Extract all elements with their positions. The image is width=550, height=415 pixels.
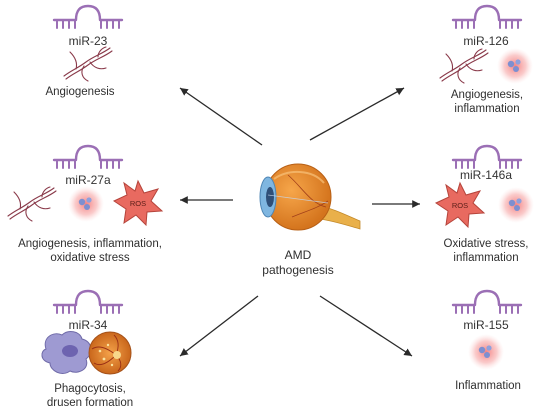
mirna-hairpin-icon (451, 144, 523, 170)
panel-bottom-left: miR-34 Phagocytosis, drusen formation (41, 289, 133, 409)
inflammation-cell-icon (468, 334, 504, 370)
center-label-line2: pathogenesis (262, 263, 333, 277)
ros-star-icon: ROS (435, 182, 485, 228)
eye-icon (259, 163, 361, 231)
mirna-label: miR-34 (69, 318, 108, 332)
inflammation-cell-icon (498, 187, 534, 223)
effect-label-line1: Angiogenesis, inflammation, (18, 238, 162, 250)
effect-label-line2: inflammation (453, 252, 518, 264)
effect-label: Angiogenesis (45, 86, 114, 98)
mirna-label: miR-155 (463, 318, 509, 332)
effect-label-line2: oxidative stress (50, 252, 130, 264)
blood-vessel-icon (439, 48, 489, 84)
arrow-top-left (179, 87, 263, 146)
mirna-hairpin-icon (451, 289, 523, 315)
effect-label-line2: drusen formation (47, 397, 133, 409)
arrow-bottom-right (319, 295, 413, 357)
retina-fundus-icon (88, 331, 132, 375)
mirna-hairpin-icon (52, 144, 124, 170)
ros-star-icon: ROS (113, 180, 163, 226)
effect-label: Inflammation (455, 380, 521, 392)
ros-badge: ROS (130, 199, 146, 208)
mirna-hairpin-icon (52, 4, 124, 30)
mirna-label: miR-27a (65, 173, 111, 187)
arrow-top-right (309, 87, 405, 141)
mirna-label: miR-23 (69, 34, 108, 48)
arrow-bottom-left (179, 295, 259, 357)
macrophage-icon (41, 331, 92, 374)
ros-badge: ROS (452, 201, 468, 210)
panel-top-left: miR-23 Angiogenesis (45, 4, 124, 98)
effect-label-line2: inflammation (454, 103, 519, 115)
arrows (179, 87, 420, 357)
panel-bottom-right: miR-155 Inflammation (451, 289, 523, 392)
blood-vessel-icon (63, 46, 113, 82)
inflammation-cell-icon (68, 186, 104, 222)
mirna-hairpin-icon (52, 289, 124, 315)
effect-label-line1: Phagocytosis, (54, 383, 126, 395)
effect-label-line1: Angiogenesis, (451, 89, 523, 101)
panel-top-right: miR-126 Angiogenesis, inflammation (439, 4, 533, 115)
mirna-label: miR-126 (463, 34, 509, 48)
center-label-line1: AMD (285, 248, 312, 262)
blood-vessel-icon (7, 186, 57, 222)
mirna-hairpin-icon (451, 4, 523, 30)
mirna-label: miR-146a (460, 168, 512, 182)
inflammation-cell-icon (497, 48, 533, 84)
panel-mid-left: miR-27a ROS Angiogenesis, inflammation, … (7, 144, 163, 264)
panel-mid-right: miR-146a ROS Oxidative stress, inflammat… (435, 144, 534, 264)
effect-label-line1: Oxidative stress, (444, 238, 529, 250)
